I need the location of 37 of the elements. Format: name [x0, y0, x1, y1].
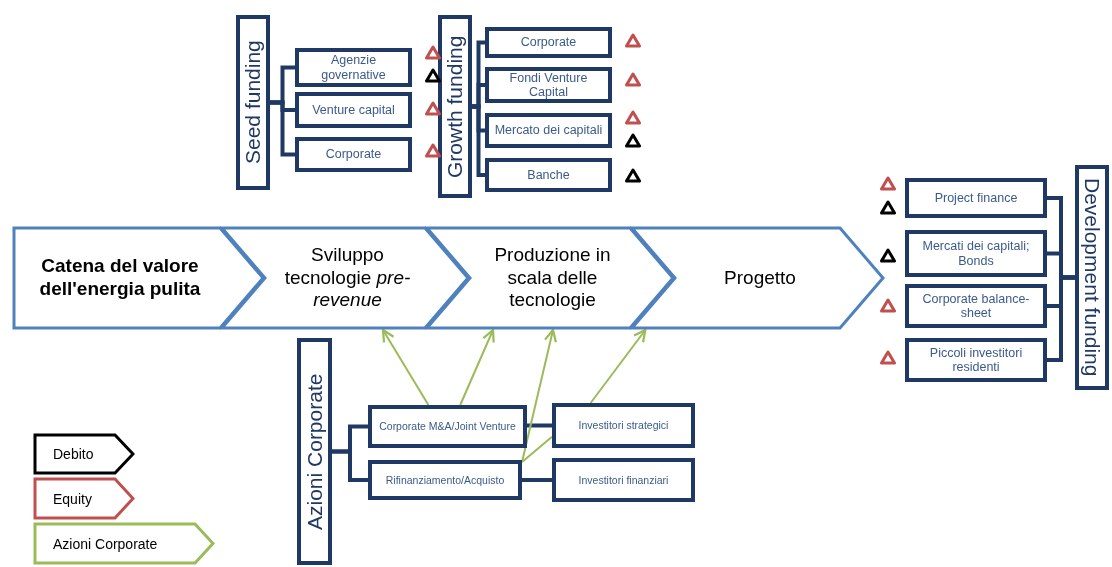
arrow — [459, 328, 495, 406]
funding-box: Agenzie governative — [295, 48, 412, 87]
value-chain-stage: Sviluppo tecnologie pre-revenue — [220, 226, 470, 330]
arrow — [381, 328, 430, 406]
connector-line — [270, 100, 295, 157]
connector-line — [472, 104, 485, 177]
connector-line — [522, 478, 552, 482]
funding-box: Mercato dei capitali — [485, 113, 612, 148]
connector-line — [521, 435, 553, 463]
funding-box: Corporate — [485, 27, 612, 58]
funding-box: Corporate M&A/Joint Venture — [368, 405, 527, 448]
category-box: Seed funding — [236, 15, 270, 190]
category-box: Azioni Corporate — [297, 338, 332, 565]
category-box: Development funding — [1075, 165, 1109, 390]
funding-box: Investitori strategici — [552, 403, 695, 448]
funding-box: Rifinanziamento/Acquisto — [368, 460, 522, 500]
value-chain-stage: Produzione in scala delle tecnologie — [425, 226, 675, 330]
arrow — [521, 328, 557, 463]
funding-box: Corporate — [295, 137, 412, 172]
funding-box: Project finance — [905, 178, 1047, 218]
legend-label: Debito — [53, 446, 94, 462]
legend-label: Equity — [53, 490, 92, 507]
funding-box: Mercati dei capitali; Bonds — [905, 230, 1047, 277]
connector-line — [527, 423, 552, 428]
funding-box: Corporate balance-sheet — [905, 284, 1047, 328]
legend-label: Azioni Corporate — [53, 535, 158, 552]
category-box: Growth funding — [438, 15, 472, 198]
funding-box: Venture capital — [295, 92, 412, 128]
connector-line — [332, 449, 368, 482]
funding-box: Banche — [485, 158, 612, 192]
value-chain-stage: Progetto — [630, 226, 885, 330]
arrow — [589, 328, 647, 404]
funding-box: Investitori finanziari — [552, 458, 695, 502]
funding-box: Fondi Venture Capital — [485, 67, 612, 103]
value-chain-stage: Catena del valore dell'energia pulita — [12, 226, 265, 330]
funding-box: Piccoli investitori residenti — [905, 338, 1047, 382]
connector-line — [1047, 275, 1075, 362]
